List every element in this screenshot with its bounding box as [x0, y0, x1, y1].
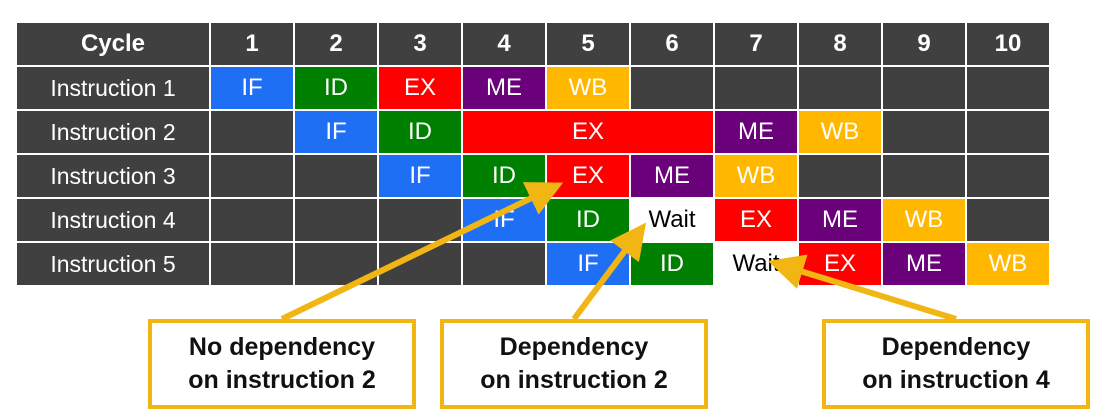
header-cycle-6: 6 — [630, 22, 714, 66]
stage-ex: EX — [714, 198, 798, 242]
empty-cell — [966, 110, 1050, 154]
row-label-instruction-2: Instruction 2 — [16, 110, 210, 154]
header-cycle-3: 3 — [378, 22, 462, 66]
row-label-instruction-1: Instruction 1 — [16, 66, 210, 110]
header-cycle-7: 7 — [714, 22, 798, 66]
stage-wb: WB — [882, 198, 966, 242]
empty-cell — [798, 154, 882, 198]
empty-cell — [966, 154, 1050, 198]
stage-id: ID — [294, 66, 378, 110]
empty-cell — [798, 66, 882, 110]
header-cycle-9: 9 — [882, 22, 966, 66]
callout-line-2: on instruction 4 — [862, 366, 1050, 394]
stage-wb: WB — [546, 66, 630, 110]
callout-line-1: No dependency — [188, 333, 376, 361]
row-label-instruction-5: Instruction 5 — [16, 242, 210, 286]
empty-cell — [966, 66, 1050, 110]
empty-cell — [714, 66, 798, 110]
empty-cell — [210, 110, 294, 154]
stage-wb: WB — [798, 110, 882, 154]
row-label-instruction-4: Instruction 4 — [16, 198, 210, 242]
empty-cell — [630, 66, 714, 110]
stage-ex: EX — [546, 154, 630, 198]
stage-ex: EX — [798, 242, 882, 286]
empty-cell — [378, 242, 462, 286]
header-cycle-8: 8 — [798, 22, 882, 66]
row-label-instruction-3: Instruction 3 — [16, 154, 210, 198]
stage-if: IF — [546, 242, 630, 286]
header-cycle-4: 4 — [462, 22, 546, 66]
stage-me: ME — [630, 154, 714, 198]
callout-line-1: Dependency — [881, 333, 1031, 361]
empty-cell — [882, 66, 966, 110]
stage-id: ID — [630, 242, 714, 286]
stage-wb: WB — [966, 242, 1050, 286]
stage-id: ID — [546, 198, 630, 242]
header-cycle-10: 10 — [966, 22, 1050, 66]
stage-if: IF — [294, 110, 378, 154]
empty-cell — [210, 242, 294, 286]
header-cycle: Cycle — [16, 22, 210, 66]
empty-cell — [210, 154, 294, 198]
empty-cell — [378, 198, 462, 242]
callout-no-dependency: No dependency on instruction 2 — [148, 319, 416, 409]
stage-wb: WB — [714, 154, 798, 198]
stage-ex: EX — [462, 110, 714, 154]
stage-if: IF — [210, 66, 294, 110]
empty-cell — [294, 154, 378, 198]
callout-dependency-instruction-2: Dependency on instruction 2 — [440, 319, 708, 409]
stage-if: IF — [378, 154, 462, 198]
empty-cell — [966, 198, 1050, 242]
empty-cell — [882, 154, 966, 198]
callout-dependency-instruction-4: Dependency on instruction 4 — [822, 319, 1090, 409]
stage-ex: EX — [378, 66, 462, 110]
empty-cell — [294, 198, 378, 242]
stage-wait: Wait — [714, 242, 798, 286]
callout-line-2: on instruction 2 — [188, 366, 376, 394]
stage-me: ME — [714, 110, 798, 154]
header-cycle-2: 2 — [294, 22, 378, 66]
stage-id: ID — [378, 110, 462, 154]
empty-cell — [462, 242, 546, 286]
callout-line-1: Dependency — [499, 333, 649, 361]
callout-line-2: on instruction 2 — [480, 366, 668, 394]
empty-cell — [210, 198, 294, 242]
stage-me: ME — [462, 66, 546, 110]
stage-me: ME — [798, 198, 882, 242]
stage-id: ID — [462, 154, 546, 198]
empty-cell — [882, 110, 966, 154]
empty-cell — [294, 242, 378, 286]
stage-if: IF — [462, 198, 546, 242]
header-cycle-1: 1 — [210, 22, 294, 66]
header-cycle-5: 5 — [546, 22, 630, 66]
stage-me: ME — [882, 242, 966, 286]
stage-wait: Wait — [630, 198, 714, 242]
